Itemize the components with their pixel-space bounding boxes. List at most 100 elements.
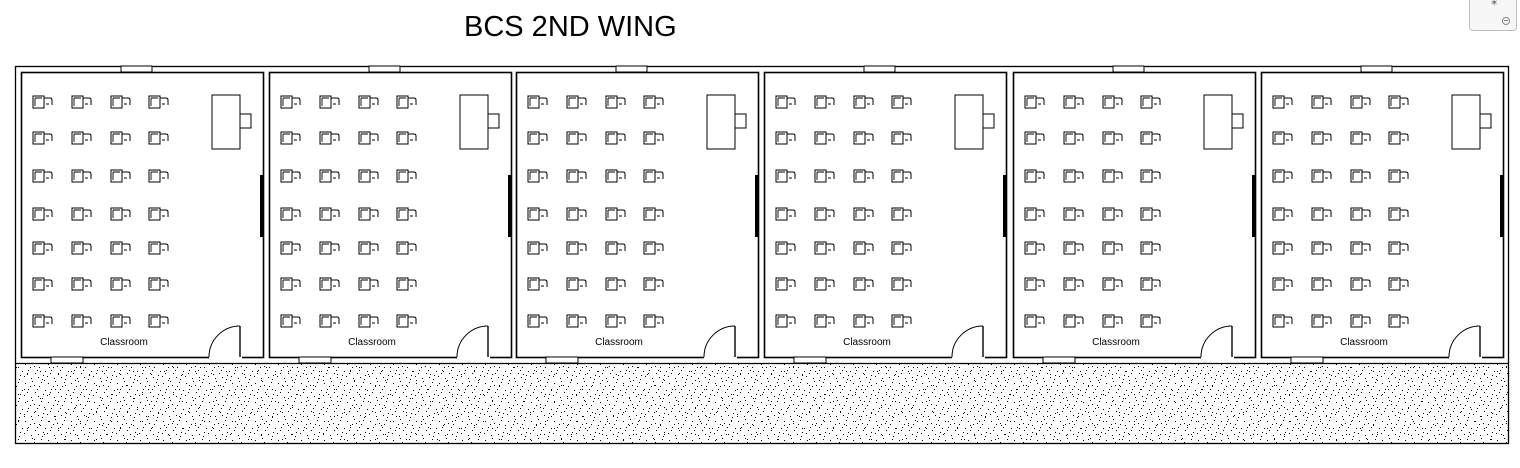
desk-icon: [1140, 131, 1161, 145]
bottom-window: [545, 356, 579, 364]
teacher-desk-icon: [954, 94, 995, 150]
desk-icon: [358, 314, 379, 328]
desk-icon: [1102, 314, 1123, 328]
door-swing-icon: [1200, 325, 1234, 359]
desk-icon: [1063, 241, 1084, 255]
classroom-6[interactable]: Classroom: [1260, 65, 1505, 364]
desk-icon: [814, 241, 835, 255]
desk-icon: [148, 314, 169, 328]
classroom-5[interactable]: Classroom: [1012, 65, 1257, 364]
desk-icon: [1388, 131, 1409, 145]
desk-icon: [148, 131, 169, 145]
desk-icon: [32, 169, 53, 183]
view-cube-icon[interactable]: ✶: [1469, 0, 1517, 31]
desk-icon: [1102, 95, 1123, 109]
desk-icon: [280, 169, 301, 183]
teacher-desk-icon: [459, 94, 500, 150]
classroom-1[interactable]: Classroom: [20, 65, 265, 364]
desk-icon: [396, 314, 417, 328]
desk-icon: [319, 131, 340, 145]
desk-icon: [1272, 95, 1293, 109]
room-label: Classroom: [843, 337, 891, 348]
desk-icon: [1311, 169, 1332, 183]
desk-icon: [110, 241, 131, 255]
desk-icon: [1024, 241, 1045, 255]
desk-icon: [814, 314, 835, 328]
top-window: [120, 65, 153, 73]
room-label: Classroom: [595, 337, 643, 348]
desk-icon: [1311, 207, 1332, 221]
desk-icon: [1024, 314, 1045, 328]
desk-icon: [1140, 314, 1161, 328]
plan-title: BCS 2ND WING: [464, 11, 677, 43]
desk-icon: [71, 207, 92, 221]
desk-icon: [853, 241, 874, 255]
desk-icon: [32, 241, 53, 255]
desk-icon: [775, 131, 796, 145]
desk-icon: [643, 207, 664, 221]
classroom-3[interactable]: Classroom: [515, 65, 760, 364]
desk-icon: [1063, 169, 1084, 183]
desk-icon: [1102, 207, 1123, 221]
desk-icon: [643, 241, 664, 255]
desk-icon: [814, 207, 835, 221]
desk-icon: [110, 207, 131, 221]
desk-icon: [1350, 314, 1371, 328]
top-window: [1360, 65, 1393, 73]
desk-icon: [1272, 131, 1293, 145]
desk-icon: [1140, 169, 1161, 183]
desk-icon: [148, 169, 169, 183]
desk-icon: [1063, 95, 1084, 109]
classroom-2[interactable]: Classroom: [268, 65, 513, 364]
desk-icon: [1388, 241, 1409, 255]
desk-icon: [566, 277, 587, 291]
desk-icon: [1140, 241, 1161, 255]
side-board: [508, 175, 511, 237]
desk-icon: [396, 131, 417, 145]
desk-icon: [1272, 314, 1293, 328]
desk-icon: [396, 207, 417, 221]
desk-icon: [1388, 277, 1409, 291]
bottom-window: [793, 356, 827, 364]
side-board: [1500, 175, 1503, 237]
desk-icon: [1311, 131, 1332, 145]
desk-icon: [396, 241, 417, 255]
desk-icon: [605, 314, 626, 328]
desk-icon: [1102, 169, 1123, 183]
classroom-4[interactable]: Classroom: [763, 65, 1008, 364]
bottom-window: [1290, 356, 1324, 364]
top-window: [863, 65, 896, 73]
desk-icon: [148, 95, 169, 109]
desk-icon: [396, 95, 417, 109]
room-label: Classroom: [1092, 337, 1140, 348]
desk-icon: [527, 131, 548, 145]
desk-icon: [814, 277, 835, 291]
side-board: [755, 175, 758, 237]
door-swing-icon: [1448, 325, 1482, 359]
desk-icon: [1063, 314, 1084, 328]
desk-icon: [71, 277, 92, 291]
desk-icon: [1024, 169, 1045, 183]
desk-icon: [71, 169, 92, 183]
desk-icon: [280, 207, 301, 221]
desk-icon: [1024, 277, 1045, 291]
desk-icon: [853, 95, 874, 109]
desk-icon: [527, 95, 548, 109]
side-board: [1252, 175, 1255, 237]
desk-icon: [1388, 169, 1409, 183]
desk-icon: [775, 95, 796, 109]
desk-icon: [1350, 277, 1371, 291]
bottom-window: [50, 356, 84, 364]
desk-icon: [110, 314, 131, 328]
desk-icon: [643, 131, 664, 145]
desk-icon: [1102, 277, 1123, 291]
desk-icon: [280, 95, 301, 109]
desk-icon: [71, 241, 92, 255]
desk-icon: [775, 314, 796, 328]
desk-icon: [280, 131, 301, 145]
desk-icon: [32, 95, 53, 109]
desk-icon: [1063, 277, 1084, 291]
desk-icon: [32, 277, 53, 291]
